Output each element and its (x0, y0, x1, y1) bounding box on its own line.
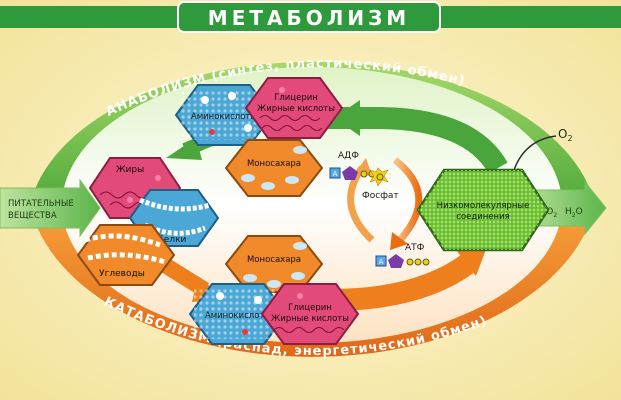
adp-phosphate-1 (360, 170, 368, 178)
node-mono-top: Моносахара (224, 139, 324, 197)
atp-adenine (375, 255, 387, 267)
node-glycerol-bottom: Глицерин Жирные кислоты (260, 283, 360, 345)
glycerol-top-label2: Жирные кислоты (257, 104, 335, 114)
mono-bottom-label: Моносахара (247, 255, 301, 265)
atp-arc-head (390, 232, 408, 250)
page-title: МЕТАБОЛИЗМ (208, 6, 410, 30)
adp-molecule: АДФ А Фосфат (329, 151, 399, 201)
low-mol-label2: соединения (456, 212, 510, 222)
node-glycerol-top: Глицерин Жирные кислоты (244, 77, 344, 139)
anabolism-arrow-small-head (166, 138, 202, 160)
adp-ribose (342, 166, 358, 180)
oxygen-arrow (513, 135, 557, 171)
low-mol-label1: Низкомолекулярные (437, 201, 530, 211)
phosphate-label: Фосфат (362, 191, 399, 201)
h2o-label: H2O (565, 207, 583, 219)
atp-phosphate-3 (422, 258, 430, 266)
atp-a-letter: А (379, 258, 384, 266)
adp-adenine (329, 167, 341, 179)
carbs-label: Углеводы (99, 269, 145, 279)
adp-label: АДФ (338, 151, 359, 161)
proteins-label: Белки (158, 235, 187, 245)
glycerol-bottom-label1: Глицерин (288, 303, 332, 313)
adp-return-arc (347, 165, 375, 243)
title-box (177, 1, 441, 33)
fats-label: Жиры (116, 165, 144, 175)
input-label-line2: ВЕЩЕСТВА (8, 211, 57, 221)
glycerol-bottom-label2: Жирные кислоты (271, 314, 349, 324)
input-label-line1: ПИТАТЕЛЬНЫЕ (8, 199, 74, 209)
adp-arc-head (354, 158, 372, 176)
node-carbs: Углеводы (76, 224, 176, 286)
catabolism-arrow-head (456, 244, 488, 276)
glycerol-top-label1: Глицерин (274, 93, 318, 103)
catabolism-arrow (329, 253, 477, 311)
amino-top-label: Аминокислоты (191, 112, 257, 122)
oxygen-label: O2 (558, 127, 573, 143)
atp-phosphate-1 (406, 258, 414, 266)
node-amino-bottom: Аминокислоты (188, 283, 288, 345)
input-arrow (0, 178, 101, 238)
atp-molecule: АТФ А (375, 243, 430, 268)
atp-phosphate-2 (414, 258, 422, 266)
anabolism-arrow-head (334, 100, 360, 136)
mono-top-label: Моносахара (247, 159, 301, 169)
anabolism-arrow (300, 107, 508, 174)
atp-label: АТФ (405, 243, 425, 253)
adp-a-letter: А (333, 170, 338, 178)
node-low-molecular: Низкомолекулярные соединения (416, 168, 550, 252)
atp-synthesis-arc (392, 157, 423, 243)
phosphate-dot (376, 173, 384, 181)
amino-bottom-label: Аминокислоты (205, 311, 271, 321)
atp-ribose (388, 254, 404, 268)
